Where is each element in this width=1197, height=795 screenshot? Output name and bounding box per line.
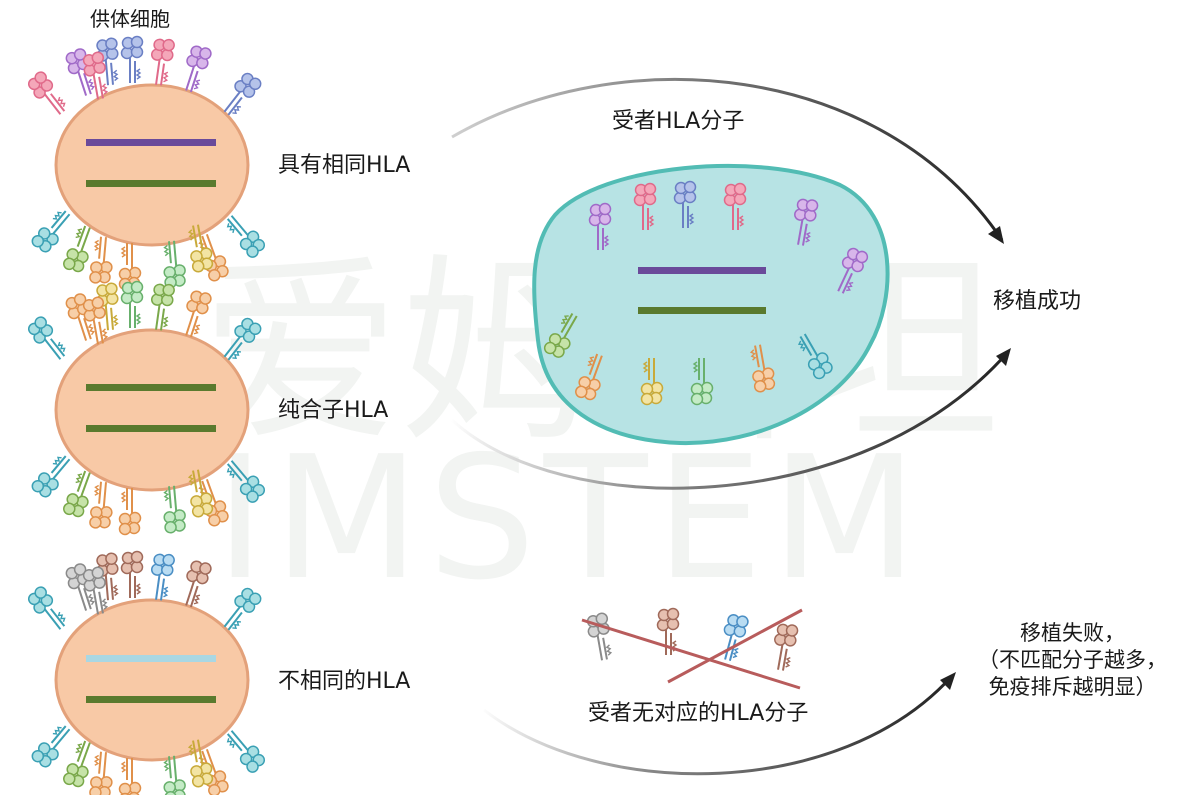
hla-molecule-icon bbox=[89, 751, 113, 795]
hla-molecule-icon bbox=[575, 353, 603, 401]
hla-molecule-icon bbox=[163, 755, 186, 795]
chromosome-bar-light-blue bbox=[86, 655, 216, 662]
chromosome-bar-green bbox=[86, 180, 216, 187]
hla-molecule-icon bbox=[223, 317, 262, 361]
hla-molecule-icon bbox=[150, 38, 175, 86]
chromosome-bar-green bbox=[86, 696, 216, 703]
hla-molecule-icon bbox=[89, 481, 113, 529]
cell-body bbox=[54, 598, 250, 762]
hla-molecule-icon bbox=[185, 290, 212, 338]
hla-molecule-icon bbox=[797, 333, 833, 380]
hla-molecule-icon bbox=[185, 560, 212, 608]
hla-molecule-icon bbox=[749, 344, 776, 393]
arrow-same-to-success bbox=[451, 77, 1004, 244]
failure-line-1: 移植失败， bbox=[1020, 621, 1125, 645]
hla-molecule-icon bbox=[226, 460, 266, 503]
hla-molecule-icon bbox=[31, 725, 71, 768]
hla-molecule-icon bbox=[187, 224, 214, 273]
hla-molecule-icon bbox=[723, 182, 747, 230]
hla-molecule-icon bbox=[65, 293, 95, 341]
hla-molecule-icon bbox=[150, 553, 175, 601]
hla-molecule-icon bbox=[120, 35, 144, 83]
hla-molecule-icon bbox=[82, 296, 109, 345]
hla-molecule-icon bbox=[586, 612, 613, 661]
hla-molecule-icon bbox=[163, 485, 186, 534]
cell-body bbox=[54, 83, 250, 247]
cell-body bbox=[54, 328, 250, 492]
hla-molecule-icon bbox=[640, 358, 664, 406]
hla-molecule-icon bbox=[63, 470, 91, 518]
label-donor-cell: 供体细胞 bbox=[90, 7, 170, 31]
donor-cell-same-hla bbox=[54, 83, 250, 247]
hla-molecule-icon bbox=[82, 566, 109, 615]
failure-line-3: 免疫排斥越明显） bbox=[988, 675, 1157, 699]
hla-molecule-icon bbox=[690, 358, 714, 406]
label-transplant-success: 移植成功 bbox=[993, 289, 1082, 314]
label-recipient-hla-molecule: 受者HLA分子 bbox=[612, 109, 745, 134]
label-same-hla: 具有相同HLA bbox=[278, 153, 411, 178]
hla-molecule-icon bbox=[794, 198, 819, 246]
failure-line-2: （不匹配分子越多， bbox=[978, 648, 1167, 672]
hla-molecule-icon bbox=[187, 739, 214, 788]
hla-molecule-icon bbox=[223, 72, 262, 116]
label-transplant-failure: 移植失败， （不匹配分子越多， 免疫排斥越明显） bbox=[965, 620, 1180, 701]
hla-molecule-icon bbox=[723, 614, 749, 662]
hla-molecule-icon bbox=[198, 233, 229, 282]
hla-molecule-icon bbox=[27, 71, 66, 115]
hla-molecule-icon bbox=[163, 240, 186, 289]
donor-cell-different-hla bbox=[54, 598, 250, 762]
chromosome-bar-purple bbox=[638, 267, 766, 274]
chromosome-bar-green-top bbox=[86, 384, 216, 391]
hla-molecule-icon bbox=[120, 550, 144, 598]
chromosome-bar-purple bbox=[86, 139, 216, 146]
label-different-hla: 不相同的HLA bbox=[278, 669, 411, 694]
hla-molecule-icon bbox=[27, 316, 66, 360]
chromosome-bar-green bbox=[638, 307, 766, 314]
arrow-homozygous-to-success bbox=[450, 348, 1011, 490]
hla-molecule-icon bbox=[27, 586, 66, 630]
hla-molecule-icon bbox=[118, 758, 142, 795]
chromosome-bar-green-bottom bbox=[86, 425, 216, 432]
hla-molecule-icon bbox=[656, 607, 680, 655]
label-no-matching-molecule: 受者无对应的HLA分子 bbox=[588, 701, 809, 726]
hla-molecule-icon bbox=[543, 313, 578, 358]
arrow-different-to-failure bbox=[483, 672, 956, 776]
hla-molecule-icon bbox=[150, 283, 175, 331]
hla-molecule-icon bbox=[588, 202, 612, 250]
hla-molecule-icon bbox=[673, 180, 697, 228]
hla-molecule-icon bbox=[226, 215, 266, 258]
label-homozygous-hla: 纯合子HLA bbox=[278, 398, 389, 423]
donor-cell-homozygous-hla bbox=[54, 328, 250, 492]
hla-molecule-icon bbox=[31, 210, 71, 253]
hla-molecule-icon bbox=[63, 225, 91, 273]
hla-molecule-icon bbox=[63, 740, 91, 788]
hla-molecule-icon bbox=[120, 280, 144, 328]
hla-molecule-icon bbox=[89, 236, 113, 284]
hla-molecule-icon bbox=[226, 730, 266, 773]
hla-molecule-icons bbox=[27, 35, 869, 795]
hla-molecule-icon bbox=[187, 469, 214, 518]
hla-molecule-icon bbox=[82, 51, 109, 100]
hla-molecule-icon bbox=[65, 48, 95, 96]
hla-molecule-icon bbox=[118, 488, 142, 536]
hla-molecule-icon bbox=[774, 623, 799, 671]
hla-molecule-icon bbox=[185, 45, 212, 93]
hla-molecule-icon bbox=[837, 247, 869, 294]
hla-molecule-icon bbox=[633, 182, 657, 230]
cross-mark bbox=[581, 608, 803, 690]
hla-molecule-icon bbox=[223, 587, 262, 631]
hla-molecule-icon bbox=[31, 455, 71, 498]
